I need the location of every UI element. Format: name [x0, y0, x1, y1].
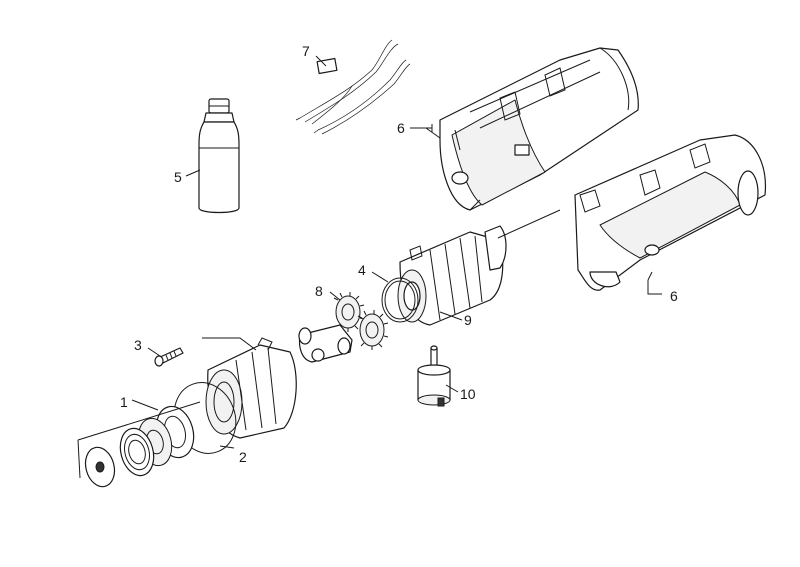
part-7-cable-harness	[295, 39, 411, 135]
callout-2: 2	[239, 449, 247, 465]
planet-carrier	[298, 324, 353, 363]
callout-labels: 1 2 3 4 5 6 6 7 8 9 10	[120, 43, 678, 465]
callout-1: 1	[120, 394, 128, 410]
callout-5: 5	[174, 169, 182, 185]
callout-3: 3	[134, 337, 142, 353]
part-6-housing-lower	[574, 134, 767, 291]
part-6-housing-upper	[439, 47, 639, 211]
callout-9: 9	[464, 312, 472, 328]
callout-6-lower: 6	[670, 288, 678, 304]
callout-7: 7	[302, 43, 310, 59]
part-9-motor	[397, 225, 507, 326]
callout-6-upper: 6	[397, 120, 405, 136]
part-4-o-ring	[381, 277, 419, 323]
part-1-bearing-set	[84, 405, 195, 488]
part-10-valve	[417, 345, 451, 407]
gear-housing	[205, 337, 297, 439]
callout-10: 10	[460, 386, 476, 402]
callout-8: 8	[315, 283, 323, 299]
part-8-gears	[333, 292, 389, 350]
callout-4: 4	[358, 262, 366, 278]
part-5-oil-bottle	[198, 98, 240, 214]
leader-lines	[77, 55, 662, 479]
part-3-screw	[154, 347, 184, 367]
